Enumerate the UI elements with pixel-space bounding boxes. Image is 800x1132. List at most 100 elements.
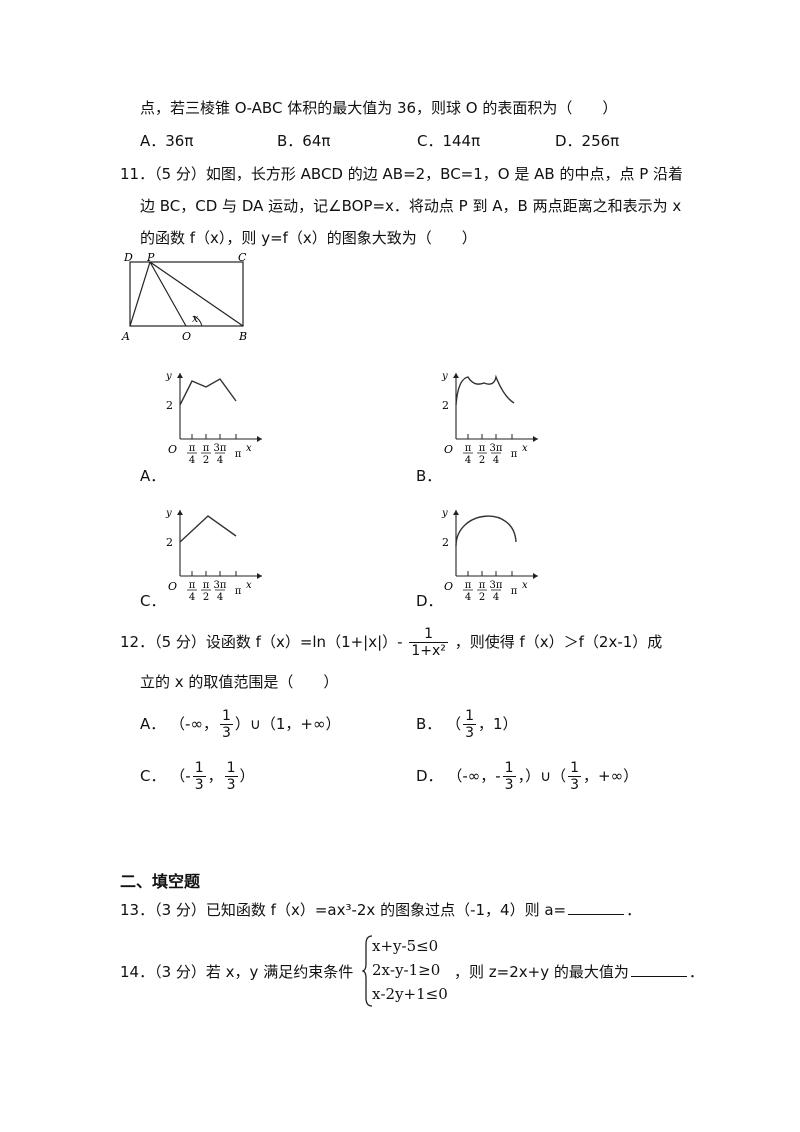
y-value-2: 2 [442,536,449,549]
q12-opt-d-mid: ，）∪（ [517,767,567,785]
function-curve [179,378,237,406]
y-value-2: 2 [442,399,449,412]
q13-blank[interactable] [568,900,625,915]
q11-line3: 的函数 f（x），则 y=f（x）的图象大致为（ ） [140,229,477,247]
q11-rectangle-figure: D P C A O B x [121,251,247,343]
label-x: x [192,312,199,325]
tick-numerator: π [203,580,210,591]
graph-axes [177,373,262,442]
label-c: C [238,251,247,264]
tick-pi: π [511,449,518,460]
tick-denominator: 2 [203,455,209,466]
q12-line2: 立的 x 的取值范围是（ ） [140,673,339,691]
q14-brace [362,935,373,1007]
q14-blank[interactable] [630,962,687,977]
q10-text: 点，若三棱锥 O‐ABC 体积的最大值为 36，则球 O 的表面积为（ ） [140,99,618,117]
tick-numerator: 3π [490,580,503,591]
tick-denominator: 4 [189,592,195,603]
tick-denominator: 4 [217,592,223,603]
y-value-2: 2 [166,536,173,549]
tick-pi: π [235,449,242,460]
tick-numerator: 3π [214,580,227,591]
q12-opt-b-den: 3 [465,725,475,741]
q12-opt-a-pre: （‐∞， [170,715,218,733]
tick-pi: π [235,586,242,597]
q12-opt-c-num2: 1 [224,760,238,777]
x-axis-arrow [257,436,262,442]
q14-pre: 14．（3 分）若 x，y 满足约束条件 [120,963,354,981]
y-axis-arrow [453,510,459,515]
q13-line: 13．（3 分）已知函数 f（x）=ax³‐2x 的图象过点（‐1，4）则 a=… [120,900,641,920]
tick-denominator: 2 [479,592,485,603]
q10-option-b: B．64π [277,132,331,150]
origin-label: O [168,443,177,456]
function-curve [179,515,237,543]
q12-opt-c-den1: 3 [194,777,204,793]
tick-numerator: π [479,580,486,591]
q12-frac-num: 1 [409,626,448,643]
q12-opt-c-den2: 3 [226,777,236,793]
q12-opt-c-mid: ， [207,767,223,785]
q12-post: ，则使得 f（x）＞f（2x‐1）成 [454,633,663,651]
q12-opt-d-den2: 3 [570,777,579,793]
q12-opt-a-num: 1 [219,708,233,725]
q11-option-d: D． [416,592,443,610]
function-curve [455,374,515,406]
q11-line1: 11．（5 分）如图，长方形 ABCD 的边 AB=2，BC=1，O 是 AB … [120,165,684,183]
x-axis-arrow [533,436,538,442]
tick-denominator: 4 [465,455,471,466]
tick-numerator: 3π [490,443,503,454]
q14-constraint-3: x‐2y+1≤0 [372,985,448,1003]
q12-pre: 12．（5 分）设函数 f（x）=ln（1+|x|）‐ [120,633,403,651]
q14-constraint-2: 2x‐y‐1≥0 [372,961,441,979]
q12-opt-b-num: 1 [463,708,477,725]
y-axis-arrow [177,373,183,378]
q12-opt-d-pre: （‐∞，‐ [447,767,501,785]
tick-numerator: π [189,580,196,591]
q12-opt-d-num2: 1 [568,760,581,777]
tick-denominator: 2 [479,455,485,466]
tick-numerator: π [189,443,196,454]
tick-numerator: π [465,443,472,454]
q11-option-a: A． [140,467,166,485]
section-title: 二、填空题 [120,872,201,891]
q14-end: ． [688,963,704,981]
q12-opt-c-num1: 1 [192,760,206,777]
q12-opt-a-post: ）∪（1，+∞） [234,715,341,733]
q12-opt-d-post: ，+∞） [583,767,639,785]
q12-opt-d-label: D． [416,767,443,785]
tick-pi: π [511,586,518,597]
q12-opt-b-post: ，1） [478,715,518,733]
q10-option-d: D．256π [555,132,620,150]
q14-post-line: ，则 z=2x+y 的最大值为 ． [454,962,704,982]
tick-denominator: 4 [217,455,223,466]
q10-option-c: C．144π [417,132,481,150]
q13-pre: 13．（3 分）已知函数 f（x）=ax³‐2x 的图象过点（‐1，4）则 a= [120,901,567,919]
label-o: O [182,330,191,343]
tick-numerator: π [203,443,210,454]
q13-post: ． [626,901,642,919]
q11-option-c: C． [140,592,166,610]
label-a: A [121,330,130,343]
function-curve [455,515,517,547]
y-axis-arrow [177,510,183,515]
tick-denominator: 4 [465,592,471,603]
tick-numerator: π [479,443,486,454]
label-b: B [238,330,247,343]
y-label: y [165,508,172,519]
q12-opt-d-den1: 3 [504,777,514,793]
q12-frac-den: 1+x² [411,643,446,659]
q14-post: ，则 z=2x+y 的最大值为 [454,963,629,981]
label-p: P [146,251,155,264]
q12-opt-a-label: A． [140,715,166,733]
tick-denominator: 4 [189,455,195,466]
graph-axes [453,510,538,579]
